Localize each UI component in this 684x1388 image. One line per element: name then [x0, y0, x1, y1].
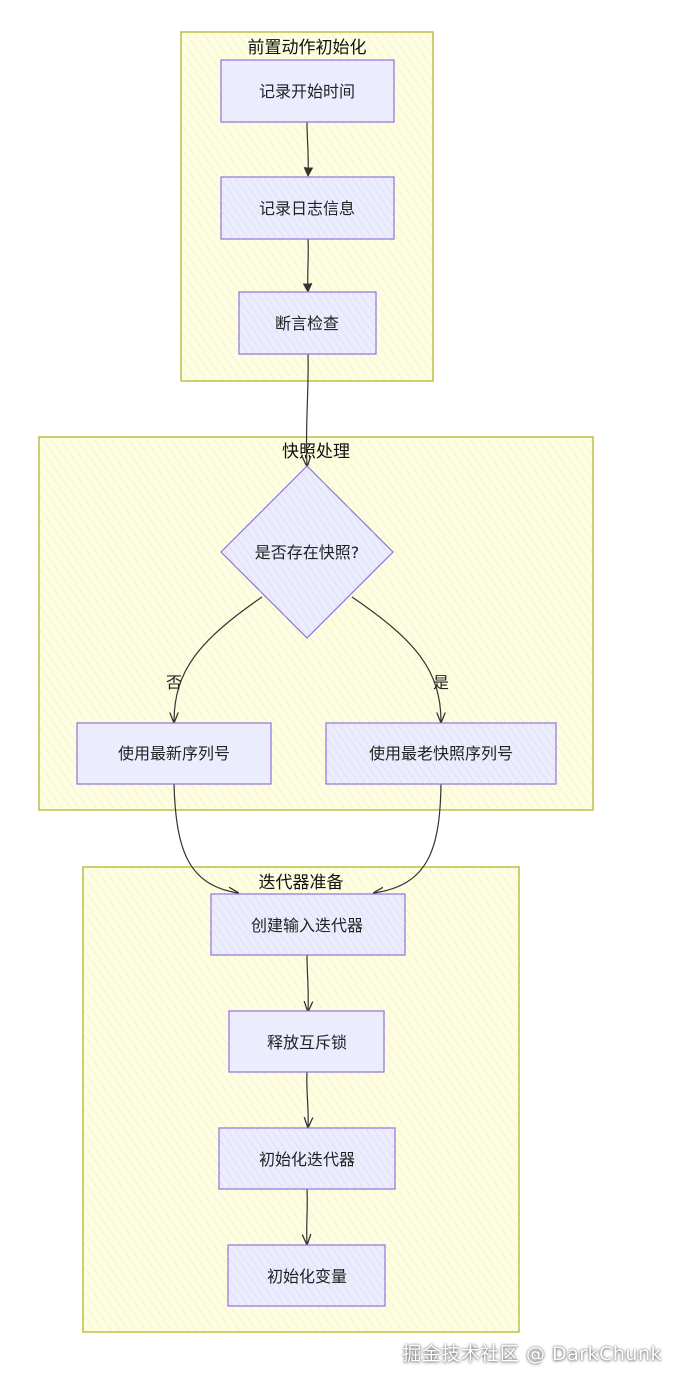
node-create-input-iterator: 创建输入迭代器	[210, 893, 406, 956]
edge-decision-to-latest	[174, 596, 263, 722]
node-init-variables: 初始化变量	[227, 1244, 386, 1307]
node-init-iterator-label: 初始化迭代器	[259, 1150, 355, 1169]
node-release-mutex-label: 释放互斥锁	[267, 1033, 347, 1052]
edge-label-no: 否	[166, 673, 182, 692]
edge-label-yes: 是	[433, 673, 449, 692]
group-iterator-prep-title: 迭代器准备	[259, 873, 344, 893]
node-use-oldest-snapshot-seq-label: 使用最老快照序列号	[369, 744, 513, 763]
node-init-variables-label: 初始化变量	[267, 1267, 347, 1286]
node-use-latest-seq: 使用最新序列号	[76, 722, 272, 785]
edge-assert-to-decision	[306, 353, 308, 466]
node-use-oldest-snapshot-seq: 使用最老快照序列号	[325, 722, 557, 785]
node-record-log-label: 记录日志信息	[259, 199, 355, 218]
node-record-start-time: 记录开始时间	[220, 59, 395, 123]
edge-start-to-log	[303, 121, 314, 177]
node-assert-check: 断言检查	[238, 291, 377, 355]
node-assert-check-label: 断言检查	[275, 314, 339, 333]
edge-latest-to-create	[173, 783, 238, 893]
node-has-snapshot-label: 是否存在快照?	[255, 543, 360, 562]
edge-decision-to-oldest	[351, 596, 441, 722]
edge-release-to-init-iter	[307, 1071, 308, 1127]
edge-log-to-assert	[302, 238, 313, 293]
watermark: 掘金技术社区 @ DarkChunk	[402, 1343, 662, 1365]
node-use-latest-seq-label: 使用最新序列号	[118, 744, 230, 763]
node-record-start-time-label: 记录开始时间	[259, 82, 355, 101]
edge-create-to-release	[307, 954, 308, 1011]
node-has-snapshot-decision: 是否存在快照?	[220, 465, 394, 639]
node-create-input-iterator-label: 创建输入迭代器	[251, 916, 363, 935]
edges	[173, 121, 442, 1244]
group-pre-init-title: 前置动作初始化	[248, 38, 367, 58]
edge-init-iter-to-init-vars	[307, 1188, 308, 1244]
node-record-log: 记录日志信息	[220, 176, 395, 240]
edge-oldest-to-create	[374, 783, 442, 893]
node-init-iterator: 初始化迭代器	[218, 1127, 396, 1190]
group-snapshot-title: 快照处理	[282, 442, 350, 462]
node-release-mutex: 释放互斥锁	[228, 1010, 385, 1073]
